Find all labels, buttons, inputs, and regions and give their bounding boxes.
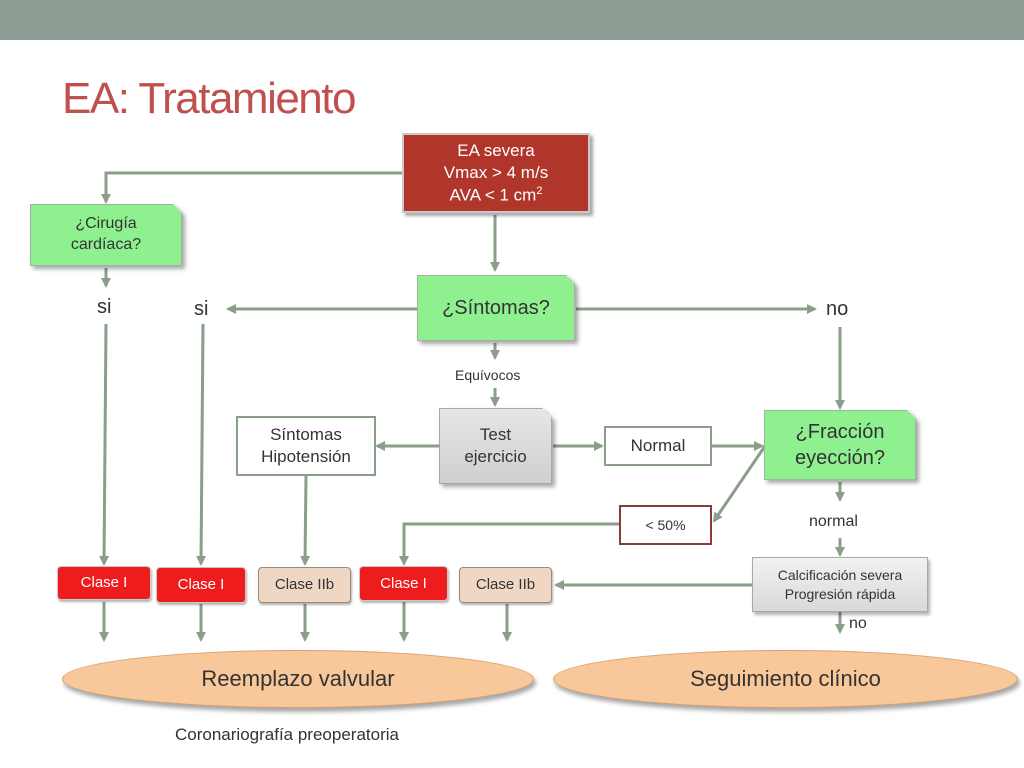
clase-box-2: Clase I	[156, 567, 246, 603]
arrow-ea-to-cirugia	[101, 171, 402, 204]
label-no-bottom: no	[849, 615, 867, 632]
label-si-middle: si	[194, 298, 209, 320]
cirugia-box: ¿Cirugía cardíaca?	[30, 204, 182, 266]
label-equivocos: Equívocos	[455, 367, 521, 383]
fraccion-line2: eyección?	[794, 447, 886, 469]
cirugia-line2: cardíaca?	[70, 236, 142, 253]
clase-box-5: Clase IIb	[459, 567, 552, 603]
label-si-left: si	[97, 296, 112, 318]
sintomas-node: ¿Síntomas?	[417, 275, 575, 341]
fraccion-node: ¿Fracción eyección?	[764, 410, 916, 480]
normal-box-text: Normal	[630, 435, 686, 455]
clase-box-2-text: Clase I	[177, 576, 225, 594]
calc-line2: Progresión rápida	[784, 585, 896, 602]
sintomas-hipotension-box: Síntomas Hipotensión	[236, 416, 376, 476]
arrow-si2-to-clase	[196, 323, 207, 566]
label-no-right: no	[826, 298, 849, 320]
fraccion-line1: ¿Fracción	[795, 421, 885, 443]
sintomas-box: ¿Síntomas?	[417, 275, 575, 341]
test-line2: ejercicio	[464, 447, 527, 466]
normal-box: Normal	[604, 426, 712, 466]
clase-box-5-text: Clase IIb	[475, 576, 536, 594]
test-box: Test ejercicio	[439, 408, 552, 484]
clase-box-1: Clase I	[57, 566, 151, 600]
reemplazo-valvular-oval: Reemplazo valvular	[62, 650, 534, 708]
hipotension-line2: Hipotensión	[261, 447, 351, 466]
cirugia-node: ¿Cirugía cardíaca?	[30, 204, 182, 266]
ea-severa-line1: EA severa	[457, 140, 535, 160]
fraccion-box: ¿Fracción eyección?	[764, 410, 916, 480]
arrow-lt50-to-clase	[399, 522, 620, 566]
sintomas-text: ¿Síntomas?	[442, 297, 550, 319]
arrow-si1-to-clase	[99, 323, 110, 566]
lt50-text: < 50%	[645, 516, 686, 533]
arrow-hipotension-to-clase	[300, 475, 311, 566]
calc-line1: Calcificación severa	[777, 567, 903, 584]
clase-box-4: Clase I	[359, 566, 448, 601]
hipotension-line1: Síntomas	[270, 424, 342, 444]
seguimiento-clinico-oval: Seguimiento clínico	[553, 650, 1018, 708]
label-normal: normal	[809, 513, 858, 530]
reemplazo-text: Reemplazo valvular	[201, 666, 395, 691]
calcificacion-box: Calcificación severa Progresión rápida	[752, 557, 928, 612]
test-line1: Test	[479, 424, 512, 444]
ea-severa-line3: AVA < 1 cm2	[449, 184, 543, 205]
coronariografia-note: Coronariografía preoperatoria	[175, 725, 399, 744]
seguimiento-text: Seguimiento clínico	[690, 666, 881, 691]
cirugia-line1: ¿Cirugía	[75, 215, 137, 233]
clase-box-3-text: Clase IIb	[274, 576, 335, 594]
test-node: Test ejercicio	[439, 408, 552, 484]
top-bar	[0, 0, 1024, 40]
arrow-fraccion-to-lt50	[712, 445, 767, 523]
ea-severa-box: EA severa Vmax > 4 m/s AVA < 1 cm2	[402, 133, 590, 213]
clase-box-3: Clase IIb	[258, 567, 351, 603]
clase-box-1-text: Clase I	[80, 574, 128, 592]
clase-box-4-text: Clase I	[380, 574, 427, 592]
ea-severa-line2: Vmax > 4 m/s	[443, 162, 549, 182]
slide-title: EA: Tratamiento	[62, 74, 356, 123]
lt50-box: < 50%	[619, 505, 712, 545]
